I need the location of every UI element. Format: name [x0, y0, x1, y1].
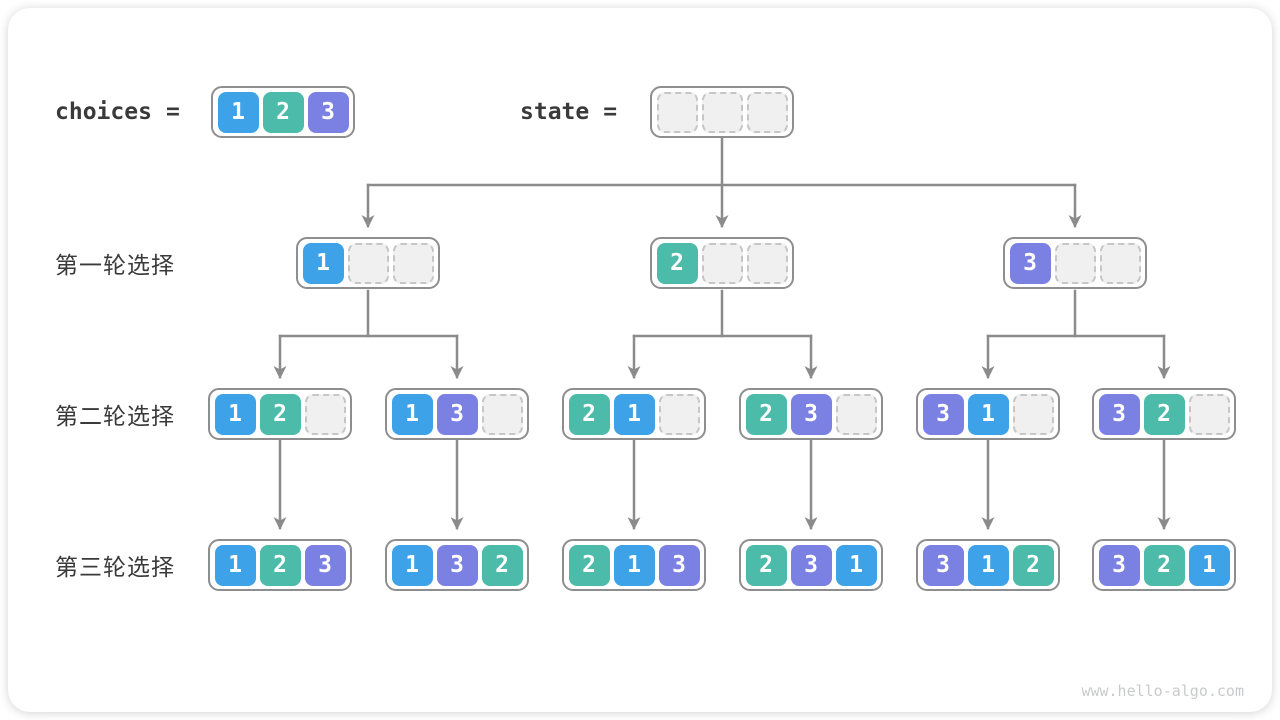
- state-equals-sign: =: [603, 99, 618, 125]
- state-cell: 3: [790, 544, 832, 586]
- state-cell: 3: [790, 393, 832, 435]
- state-cell: 2: [1012, 544, 1054, 586]
- state-cell: [304, 393, 346, 435]
- state-cell: 2: [1143, 393, 1185, 435]
- state-cell: 1: [302, 242, 344, 284]
- choices-equals-sign: =: [165, 99, 180, 125]
- diagram-card: [8, 8, 1272, 712]
- state-cell: 2: [481, 544, 523, 586]
- state-cell: 3: [922, 544, 964, 586]
- choices-array: 1 2 3: [211, 86, 355, 138]
- state-node: 2 3: [739, 388, 883, 440]
- state-cell: [746, 242, 788, 284]
- state-cell: 1: [391, 393, 433, 435]
- state-cell: 3: [658, 544, 700, 586]
- state-cell: 1: [613, 544, 655, 586]
- state-node: 2: [650, 237, 794, 289]
- state-node: 3 1: [916, 388, 1060, 440]
- state-cell: 2: [1143, 544, 1185, 586]
- state-cell: [701, 242, 743, 284]
- choices-label-text: choices: [55, 99, 152, 125]
- state-label-text: state: [520, 99, 590, 125]
- state-cell: [656, 91, 698, 133]
- round-2-label: 第二轮选择: [55, 403, 175, 429]
- state-node: 1: [296, 237, 440, 289]
- state-node: 2 3 1: [739, 539, 883, 591]
- state-node: 2 1 3: [562, 539, 706, 591]
- state-cell: 1: [214, 544, 256, 586]
- choices-label: choices =: [55, 86, 180, 138]
- state-cell: 3: [1009, 242, 1051, 284]
- state-cell: 1: [613, 393, 655, 435]
- state-cell: 1: [967, 544, 1009, 586]
- state-cell: 2: [745, 393, 787, 435]
- state-cell: [658, 393, 700, 435]
- state-cell: 2: [259, 544, 301, 586]
- state-cell: 3: [436, 393, 478, 435]
- state-cell: 3: [1098, 393, 1140, 435]
- state-node: 3: [1003, 237, 1147, 289]
- state-node: 1 3 2: [385, 539, 529, 591]
- state-cell: [1012, 393, 1054, 435]
- state-cell: [347, 242, 389, 284]
- state-cell: 2: [568, 544, 610, 586]
- state-cell: 3: [304, 544, 346, 586]
- state-cell: 3: [436, 544, 478, 586]
- state-node: 2 1: [562, 388, 706, 440]
- state-cell: [1188, 393, 1230, 435]
- state-cell: 2: [568, 393, 610, 435]
- state-cell: 1: [967, 393, 1009, 435]
- state-node: 1 2 3: [208, 539, 352, 591]
- state-cell: [701, 91, 743, 133]
- state-cell: 2: [656, 242, 698, 284]
- state-cell: 1: [835, 544, 877, 586]
- round-3-label: 第三轮选择: [55, 554, 175, 580]
- state-cell: 3: [1098, 544, 1140, 586]
- state-cell: [481, 393, 523, 435]
- watermark: www.hello-algo.com: [1081, 682, 1244, 700]
- state-node: 3 2 1: [1092, 539, 1236, 591]
- state-cell: [746, 91, 788, 133]
- state-array-root: [650, 86, 794, 138]
- state-node: 3 1 2: [916, 539, 1060, 591]
- round-1-label: 第一轮选择: [55, 252, 175, 278]
- state-cell: 2: [745, 544, 787, 586]
- state-cell: 1: [391, 544, 433, 586]
- choices-cell: 3: [307, 91, 349, 133]
- state-cell: 2: [259, 393, 301, 435]
- choices-cell: 2: [262, 91, 304, 133]
- state-cell: [392, 242, 434, 284]
- state-label: state =: [520, 86, 617, 138]
- state-cell: [1054, 242, 1096, 284]
- state-cell: 1: [1188, 544, 1230, 586]
- state-cell: 3: [922, 393, 964, 435]
- state-cell: [835, 393, 877, 435]
- state-cell: 1: [214, 393, 256, 435]
- state-cell: [1099, 242, 1141, 284]
- state-node: 1 3: [385, 388, 529, 440]
- state-node: 3 2: [1092, 388, 1236, 440]
- choices-cell: 1: [217, 91, 259, 133]
- state-node: 1 2: [208, 388, 352, 440]
